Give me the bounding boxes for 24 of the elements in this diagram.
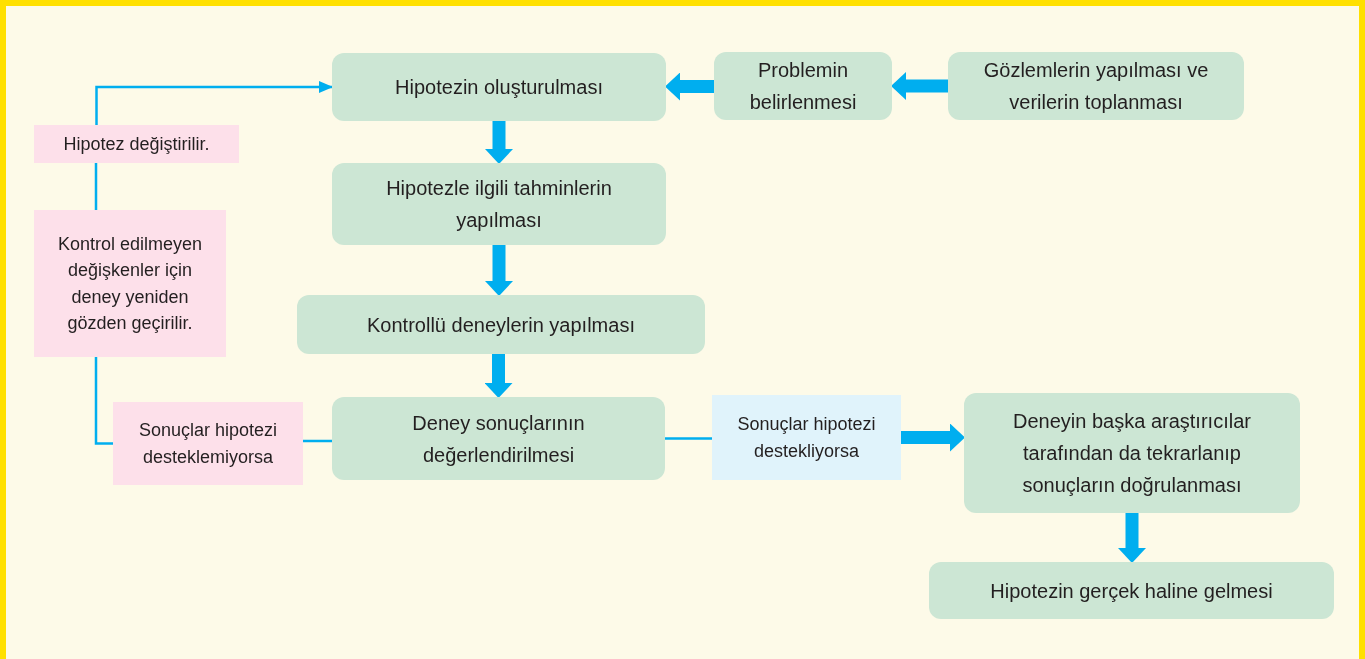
connector-line <box>303 439 332 443</box>
block-arrow <box>485 245 513 296</box>
process-box: Hipotezle ilgili tahminlerin yapılması <box>332 163 666 245</box>
block-arrow <box>1118 513 1146 563</box>
process-box: Deney sonuçlarının değerlendirilmesi <box>332 397 665 480</box>
block-arrow <box>901 423 965 452</box>
process-box: Deneyin başka araştırıcılar tarafından da tekrarlanıp sonuçların doğrulanması <box>964 393 1300 513</box>
condition-note: Kontrol edilmeyen değişkenler için deney yeniden gözden geçirilir. <box>34 210 226 357</box>
condition-note: Sonuçlar hipotezi destekliyorsa <box>712 395 901 480</box>
connector-line <box>665 437 712 440</box>
condition-note: Hipotez değiştirilir. <box>34 125 239 163</box>
process-box: Kontrollü deneylerin yapılması <box>297 295 705 354</box>
condition-note: Sonuçlar hipotezi desteklemiyorsa <box>113 402 303 485</box>
process-box: Problemin belirlenmesi <box>714 52 892 120</box>
block-arrow <box>891 72 948 100</box>
connector-line <box>94 357 113 445</box>
block-arrow <box>484 354 513 398</box>
connector-line <box>95 81 333 125</box>
process-box: Hipotezin oluşturulması <box>332 53 666 121</box>
process-box: Hipotezin gerçek haline gelmesi <box>929 562 1334 619</box>
block-arrow <box>665 72 714 101</box>
block-arrow <box>485 121 513 164</box>
process-box: Gözlemlerin yapılması ve verilerin toplanması <box>948 52 1244 120</box>
connector-line <box>94 163 98 210</box>
